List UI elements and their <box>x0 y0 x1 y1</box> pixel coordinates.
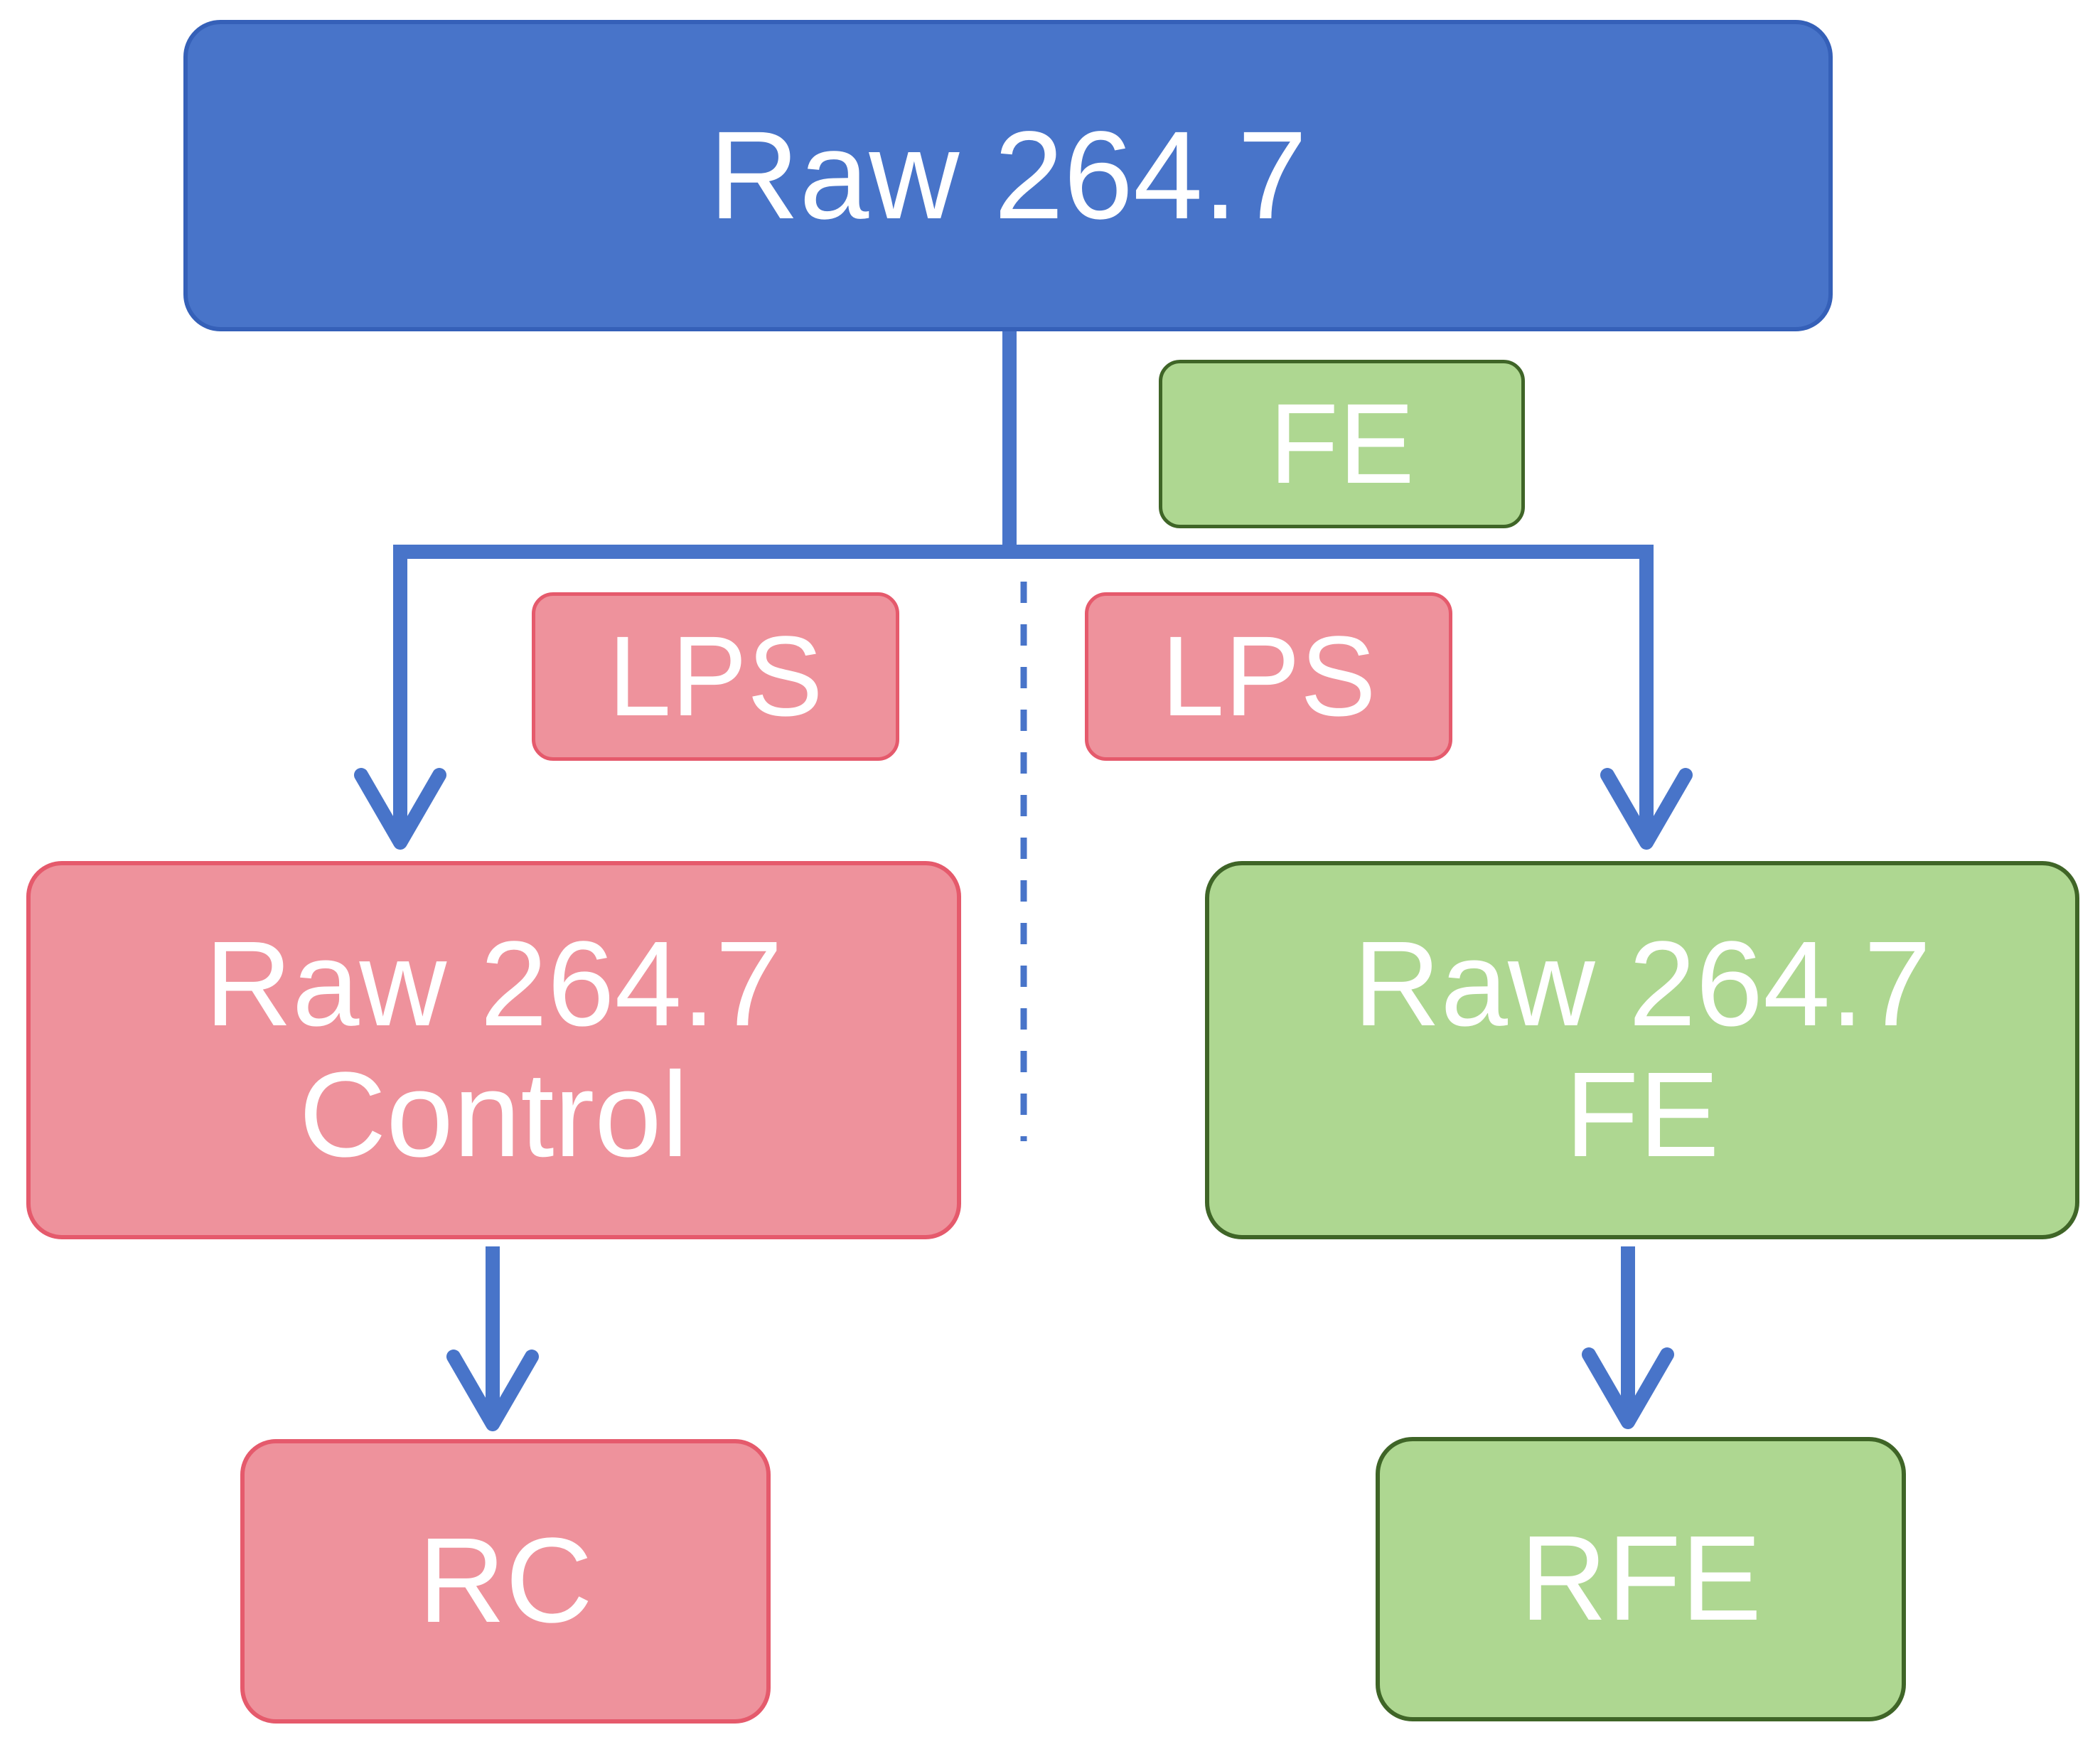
fe-treatment-label: FE <box>1159 360 1525 528</box>
arrowhead-rc <box>446 1350 539 1431</box>
arrowhead-right <box>1600 768 1693 850</box>
root-node: Raw 264.7 <box>183 20 1833 331</box>
lps-label-left: LPS <box>532 592 899 761</box>
fe-treatment-text: FE <box>1269 380 1415 508</box>
arrowhead-rfe <box>1582 1347 1674 1429</box>
lps-left-text: LPS <box>608 612 823 740</box>
control-group-line2: Control <box>299 1047 689 1182</box>
branch-connector <box>393 545 1654 843</box>
root-label: Raw 264.7 <box>709 105 1307 245</box>
fe-group-line2: FE <box>1565 1047 1720 1182</box>
rfe-label: RFE <box>1520 1511 1762 1647</box>
rfe-node: RFE <box>1376 1437 1906 1721</box>
rc-node: RC <box>240 1439 771 1724</box>
control-group-node: Raw 264.7 Control <box>26 861 961 1239</box>
lps-right-text: LPS <box>1161 612 1376 740</box>
fe-group-line1: Raw 264.7 <box>1353 917 1932 1052</box>
rc-label: RC <box>418 1513 593 1649</box>
control-group-line1: Raw 264.7 <box>205 917 783 1052</box>
lps-label-right: LPS <box>1085 592 1452 761</box>
fe-group-node: Raw 264.7 FE <box>1205 861 2079 1239</box>
arrowhead-left <box>354 768 446 850</box>
